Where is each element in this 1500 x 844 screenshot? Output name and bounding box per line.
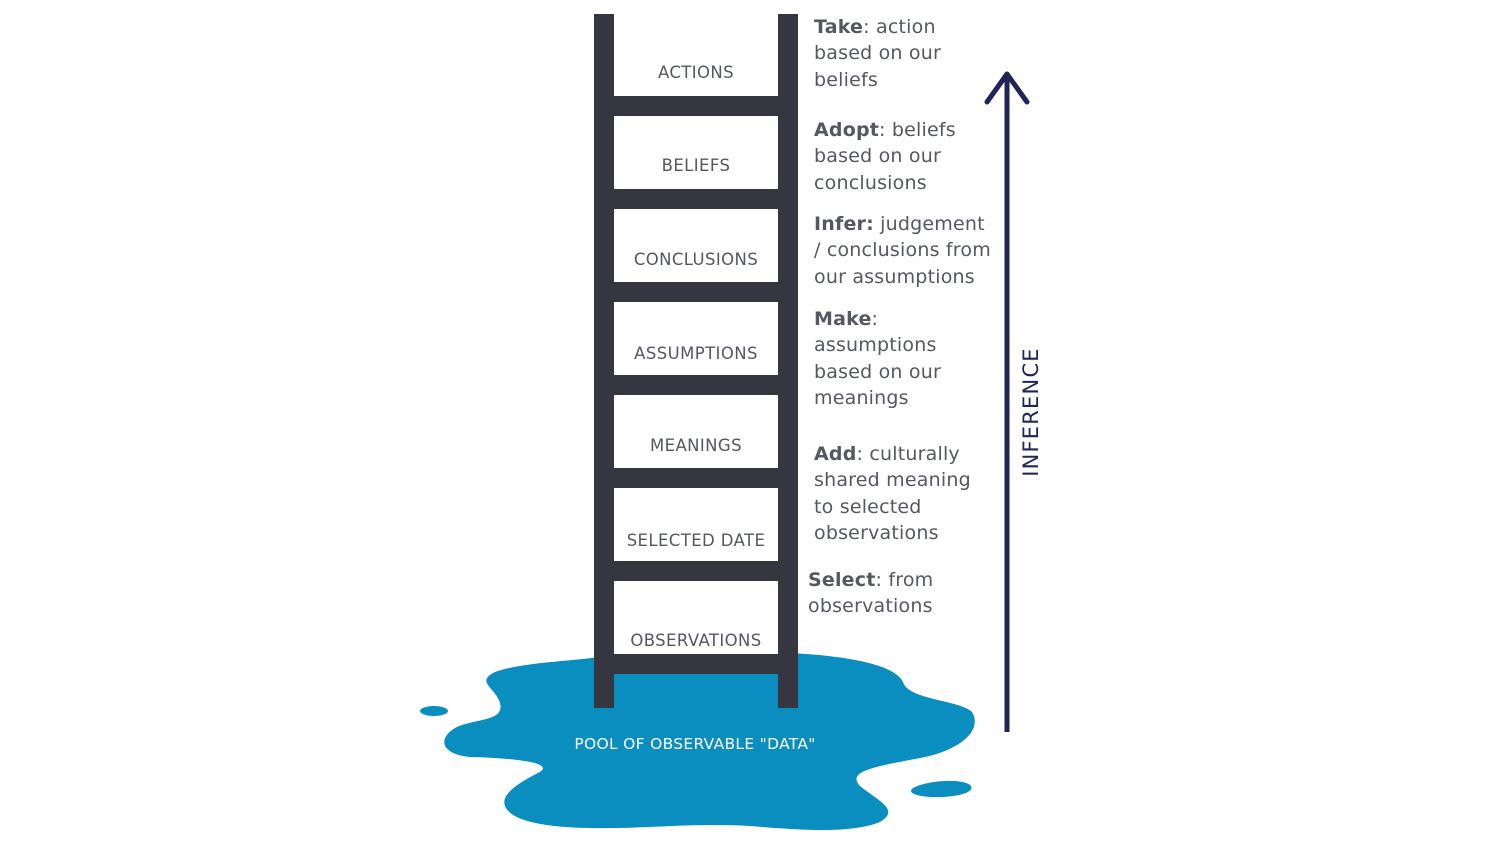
pool-label: POOL OF OBSERVABLE "DATA"	[574, 735, 816, 753]
inference-label: INFERENCE	[1019, 347, 1043, 477]
step-verb: Add	[814, 443, 857, 465]
ladder-rung-box	[614, 209, 778, 282]
data-pool	[420, 650, 975, 830]
ladder-rail-right	[778, 14, 798, 708]
step-verb: Take	[814, 16, 864, 38]
step-verb: Infer:	[814, 213, 874, 235]
up-arrow-icon	[984, 71, 1030, 105]
ladder-rung-bar	[594, 189, 798, 209]
pool-droplet-right	[910, 780, 972, 798]
ladder-rung-bar	[594, 282, 798, 302]
step-text: : assumptions based on our meanings	[814, 308, 941, 410]
step-text: : beliefs based on our conclusions	[814, 119, 956, 194]
step-verb: Make	[814, 308, 872, 330]
rung-label-conclusions: CONCLUSIONS	[633, 250, 759, 269]
ladder-rung-box	[614, 488, 778, 561]
ladder-rung-bar	[594, 468, 798, 488]
step-take: Take: action based on our beliefs	[814, 14, 984, 93]
ladder-rung-bar	[594, 375, 798, 395]
step-adopt: Adopt: beliefs based on our conclusions	[814, 117, 984, 196]
step-make: Make: assumptions based on our meanings	[814, 306, 974, 412]
ladder-rung-box	[614, 14, 778, 96]
pool-shape	[444, 650, 975, 830]
ladder-rung-box	[614, 581, 778, 654]
ladder-rung-box	[614, 116, 778, 189]
step-text: judgement / conclusions from our assumpt…	[814, 213, 991, 288]
rung-label-meanings: MEANINGS	[650, 436, 742, 455]
ladder-rung-box	[614, 302, 778, 375]
step-verb: Select	[808, 569, 876, 591]
ladder	[594, 14, 798, 708]
step-select: Select: from observations	[808, 567, 968, 620]
ladder-rung-bar	[594, 96, 798, 116]
step-text: : from observations	[808, 569, 934, 618]
ladder-rung-bar	[594, 561, 798, 581]
ladder-rail-left	[594, 14, 614, 708]
rung-label-beliefs: BELIEFS	[661, 156, 731, 175]
step-add: Add: culturally shared meaning to select…	[814, 441, 984, 547]
rung-label-actions: ACTIONS	[657, 63, 735, 82]
step-infer: Infer: judgement / conclusions from our …	[814, 211, 996, 290]
rung-label-observations: OBSERVATIONS	[630, 631, 762, 650]
step-verb: Adopt	[814, 119, 880, 141]
ladder-rung-bar	[594, 654, 798, 674]
pool-droplet-left	[420, 706, 448, 716]
ladder-rung-box	[614, 395, 778, 468]
rung-label-selected-date: SELECTED DATE	[626, 531, 766, 550]
rung-label-assumptions: ASSUMPTIONS	[634, 344, 758, 363]
step-text: : culturally shared meaning to selected …	[814, 443, 971, 545]
inference-arrow	[984, 71, 1030, 732]
step-text: : action based on our beliefs	[814, 16, 941, 91]
